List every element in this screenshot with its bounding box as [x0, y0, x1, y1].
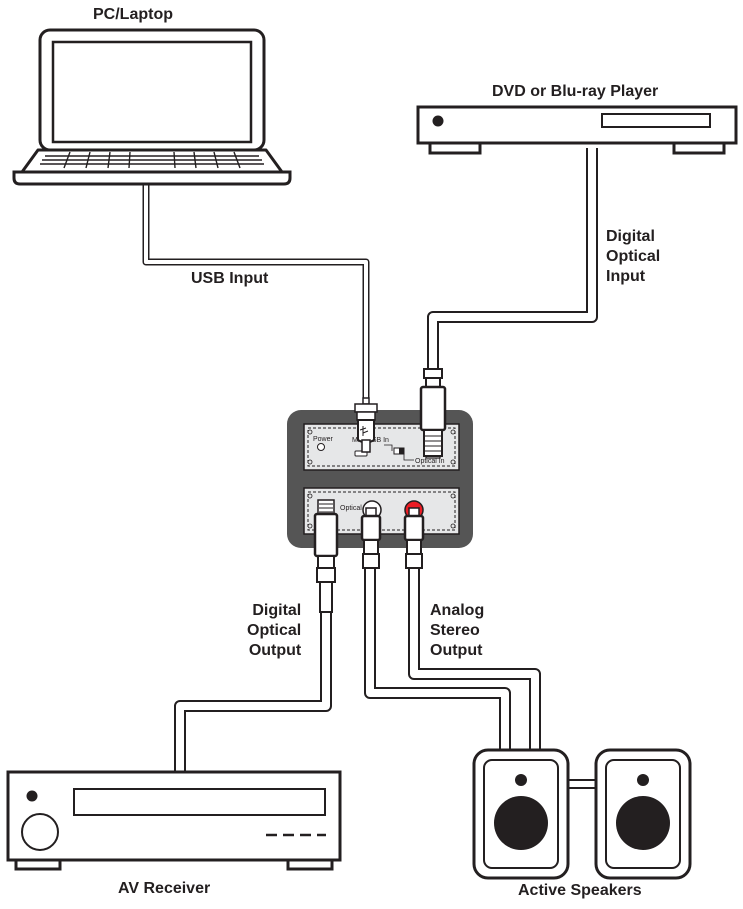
analog-stereo-output-label: Analog Stereo Output — [430, 602, 485, 659]
rca-right-plug — [403, 507, 425, 569]
dvd-player-icon — [416, 105, 738, 155]
av-receiver-label: AV Receiver — [118, 880, 211, 897]
av-receiver-icon — [6, 770, 342, 871]
usb-plug — [354, 397, 378, 453]
optical-output-plug — [313, 499, 339, 613]
analog-right-cable — [408, 566, 541, 750]
analog-left-cable — [364, 566, 511, 750]
usb-cable — [142, 183, 370, 402]
power-led — [317, 443, 325, 451]
active-speakers-label: Active Speakers — [518, 882, 642, 899]
laptop-icon — [12, 28, 292, 186]
active-speakers-icon — [472, 748, 692, 880]
digital-optical-output-label: Digital Optical Output — [247, 602, 302, 659]
dvd-player-label: DVD or Blu-ray Player — [492, 83, 659, 100]
optical-input-cable — [427, 148, 598, 370]
optical-in-label: Optical In — [415, 458, 445, 465]
optical-out-label: Optical Out — [340, 505, 375, 512]
optical-output-cable — [174, 612, 332, 772]
pc-laptop-label: PC/Laptop — [93, 6, 173, 23]
usb-input-label: USB Input — [191, 270, 269, 287]
rca-left-plug — [360, 507, 382, 569]
optical-input-plug — [419, 368, 447, 457]
digital-optical-input-label: Digital Optical Input — [606, 228, 661, 285]
power-label: Power — [313, 436, 334, 443]
